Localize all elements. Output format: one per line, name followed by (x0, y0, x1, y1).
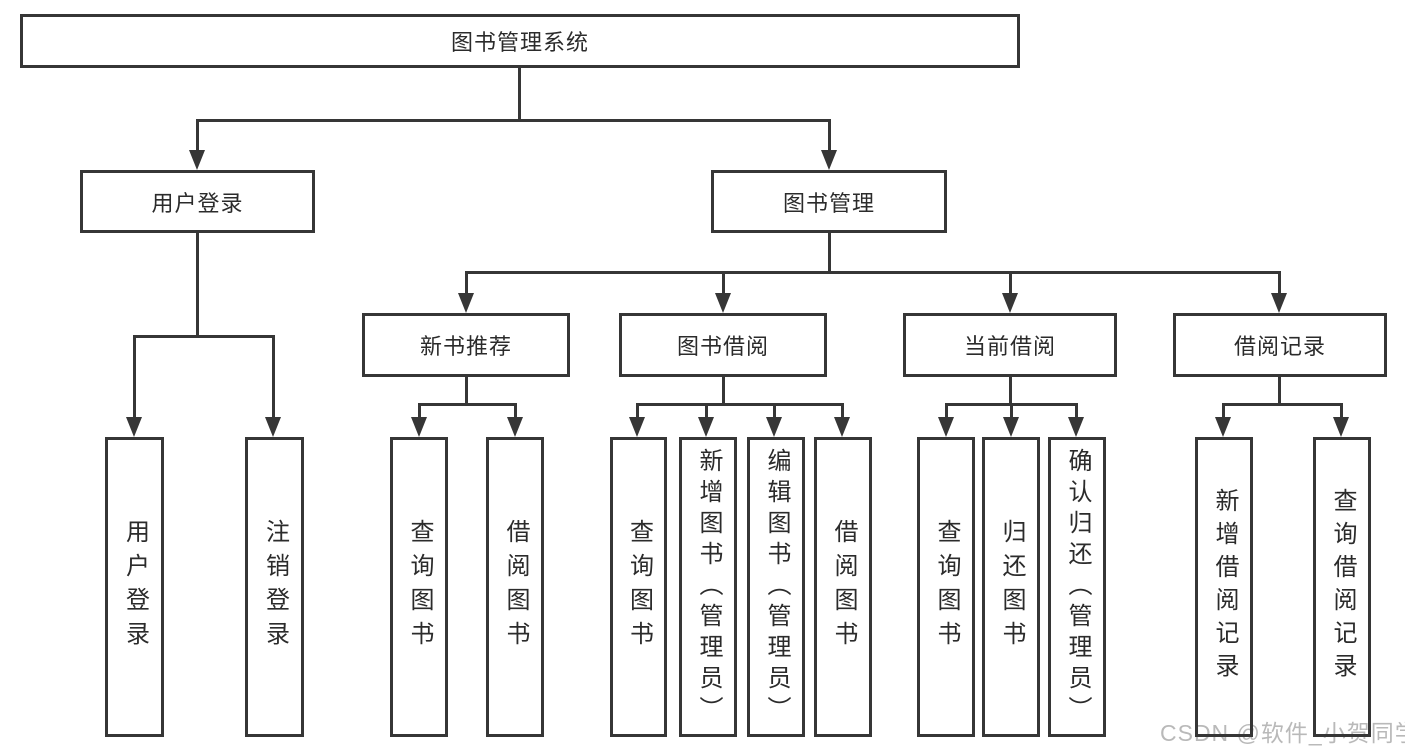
connector-line (773, 403, 776, 419)
arrow-down-icon (189, 150, 205, 170)
arrow-down-icon (1068, 417, 1084, 437)
leaf-add-borrow-record: 新增借阅记录 (1195, 437, 1253, 737)
node-user-login-module: 用户登录 (80, 170, 315, 233)
connector-line (1278, 271, 1281, 295)
leaf-borrow-books: 借阅图书 (486, 437, 544, 737)
node-borrowing-records: 借阅记录 (1173, 313, 1387, 377)
connector-line (722, 377, 725, 406)
arrow-down-icon (821, 150, 837, 170)
connector-line (465, 271, 1281, 274)
arrow-down-icon (507, 417, 523, 437)
node-label: 当前借阅 (963, 334, 1056, 359)
connector-line (1075, 403, 1078, 419)
leaf-label: 确认归还（管理员） (1064, 447, 1091, 727)
arrow-down-icon (1271, 293, 1287, 313)
node-label: 借阅记录 (1233, 334, 1326, 359)
arrow-down-icon (698, 417, 714, 437)
connector-line (418, 403, 421, 419)
connector-line (1009, 377, 1012, 406)
leaf-label: 借阅图书 (502, 519, 529, 655)
connector-line (272, 335, 275, 419)
leaf-label: 借阅图书 (830, 519, 857, 655)
leaf-query-books: 查询图书 (917, 437, 975, 737)
arrow-down-icon (411, 417, 427, 437)
arrow-down-icon (1333, 417, 1349, 437)
leaf-label: 新增借阅记录 (1211, 488, 1238, 686)
connector-line (636, 403, 843, 406)
leaf-return-books: 归还图书 (982, 437, 1040, 737)
arrow-down-icon (1215, 417, 1231, 437)
leaf-label: 用户登录 (121, 519, 149, 655)
leaf-user-login: 用户登录 (105, 437, 164, 737)
connector-line (196, 233, 199, 338)
connector-line (1278, 377, 1281, 406)
connector-line (828, 119, 831, 152)
leaf-label: 查询借阅记录 (1329, 488, 1356, 686)
node-label: 用户登录 (151, 190, 244, 216)
leaf-confirm-return-admin: 确认归还（管理员） (1048, 437, 1106, 737)
connector-line (196, 119, 831, 122)
connector-line (518, 68, 521, 121)
leaf-label: 查询图书 (406, 519, 433, 655)
connector-line (465, 271, 468, 295)
leaf-label: 归还图书 (998, 519, 1025, 655)
leaf-label: 注销登录 (261, 519, 289, 655)
connector-line (1009, 271, 1012, 295)
leaf-label: 查询图书 (625, 519, 653, 655)
connector-line (418, 403, 516, 406)
leaf-label: 查询图书 (933, 519, 960, 655)
connector-line (514, 403, 517, 419)
connector-line (945, 403, 948, 419)
leaf-query-books: 查询图书 (610, 437, 667, 737)
leaf-add-books-admin: 新增图书（管理员） (679, 437, 737, 737)
arrow-down-icon (1002, 293, 1018, 313)
connector-line (1010, 403, 1013, 419)
arrow-down-icon (938, 417, 954, 437)
leaf-borrow-books: 借阅图书 (814, 437, 872, 737)
arrow-down-icon (1003, 417, 1019, 437)
arrow-down-icon (265, 417, 281, 437)
node-current-borrowing: 当前借阅 (903, 313, 1117, 377)
leaf-edit-books-admin: 编辑图书（管理员） (747, 437, 805, 737)
node-root: 图书管理系统 (20, 14, 1020, 68)
node-root-label: 图书管理系统 (450, 30, 589, 55)
connector-line (1222, 403, 1225, 419)
arrow-down-icon (766, 417, 782, 437)
csdn-watermark: CSDN @软件_小贺同学 (1160, 720, 1405, 746)
connector-line (705, 403, 708, 419)
connector-line (196, 119, 199, 152)
arrow-down-icon (715, 293, 731, 313)
connector-line (133, 335, 275, 338)
connector-line (722, 271, 725, 295)
connector-line (1340, 403, 1343, 419)
node-book-borrowing: 图书借阅 (619, 313, 827, 377)
connector-line (636, 403, 639, 419)
node-new-book-recommend: 新书推荐 (362, 313, 570, 377)
connector-line (133, 335, 136, 419)
node-label: 新书推荐 (419, 334, 512, 359)
leaf-query-books: 查询图书 (390, 437, 448, 737)
arrow-down-icon (458, 293, 474, 313)
leaf-label: 编辑图书（管理员） (763, 447, 790, 727)
arrow-down-icon (629, 417, 645, 437)
leaf-label: 新增图书（管理员） (695, 447, 722, 727)
arrow-down-icon (834, 417, 850, 437)
connector-line (828, 233, 831, 274)
node-label: 图书管理 (782, 190, 875, 216)
connector-line (465, 377, 468, 406)
connector-line (1222, 403, 1342, 406)
leaf-logout: 注销登录 (245, 437, 304, 737)
arrow-down-icon (126, 417, 142, 437)
connector-line (841, 403, 844, 419)
node-label: 图书借阅 (676, 334, 769, 359)
leaf-query-borrow-record: 查询借阅记录 (1313, 437, 1371, 737)
node-book-management: 图书管理 (711, 170, 947, 233)
